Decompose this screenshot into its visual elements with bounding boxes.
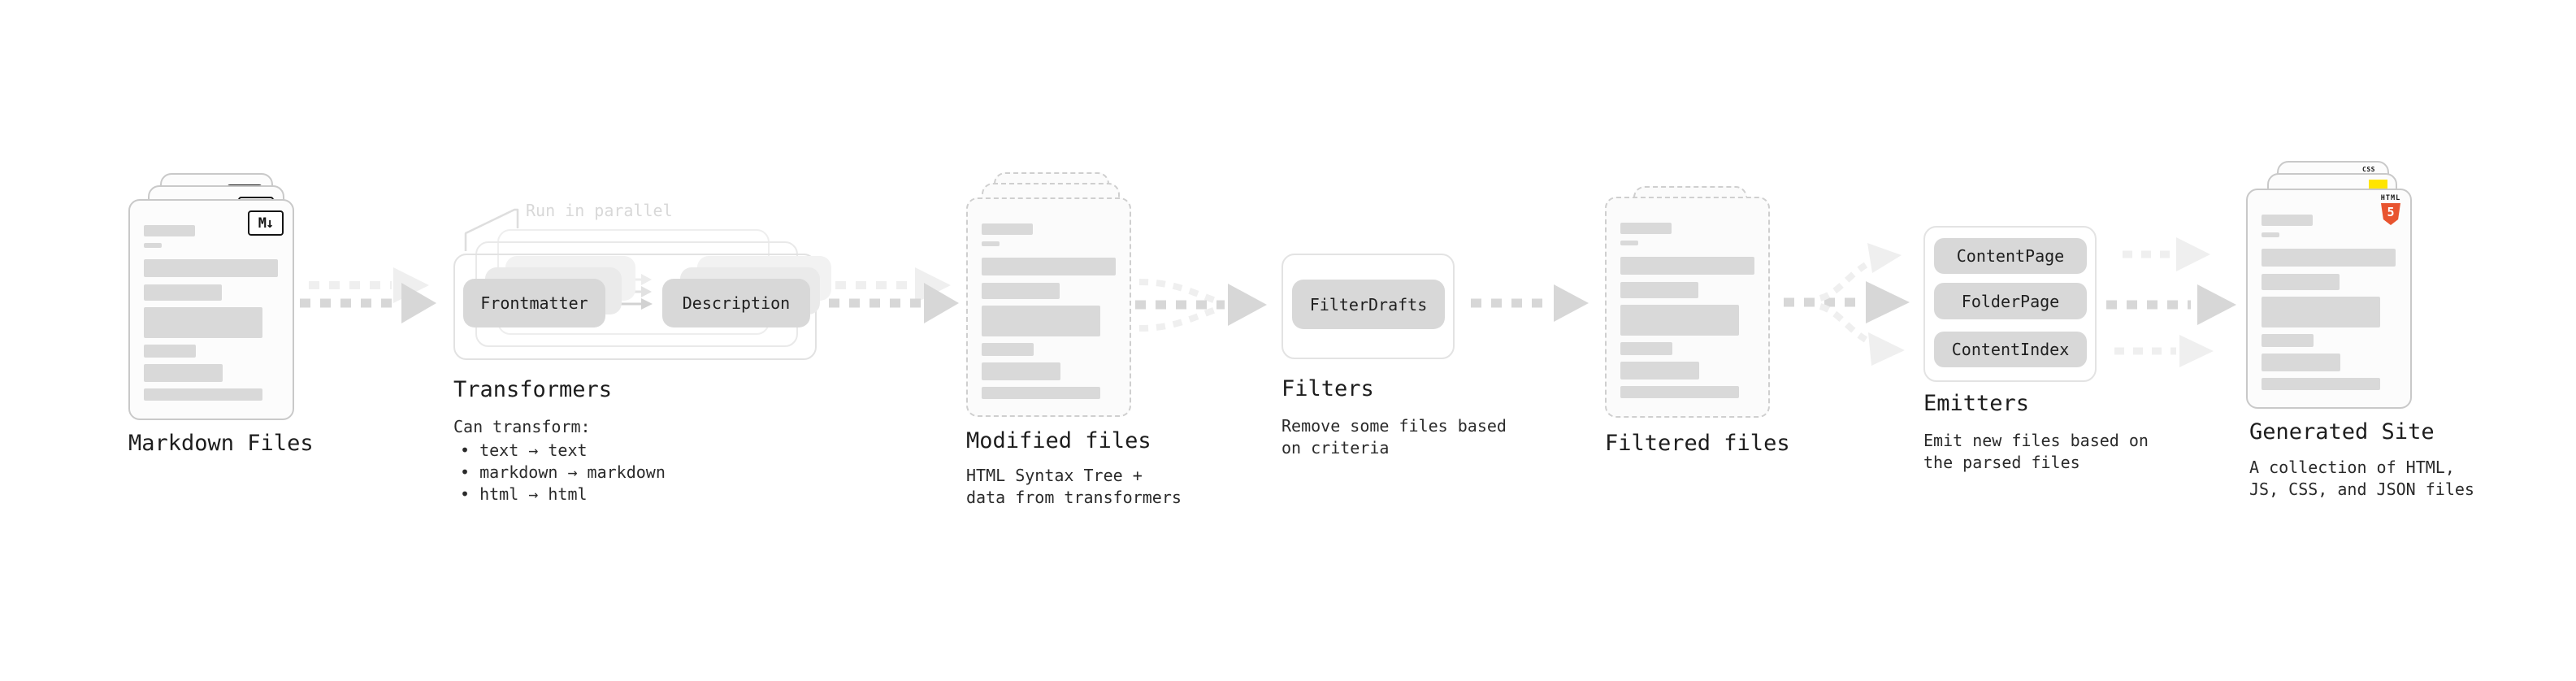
text-line-bar (982, 387, 1100, 399)
transformers-desc-line: • text → text (460, 440, 588, 460)
filterdrafts-pill: FilterDrafts (1292, 280, 1445, 329)
arrow-filters-to-filtered (1471, 284, 1589, 322)
transformers-title: Transformers (453, 377, 613, 402)
contentindex-pill: ContentIndex (1934, 332, 2087, 367)
text-line-bar (1620, 257, 1754, 275)
text-line-bar (2262, 215, 2313, 226)
text-line-bar (1620, 223, 1672, 234)
text-line-bar (144, 345, 196, 358)
filters-desc-line: on criteria (1281, 438, 1390, 458)
text-line-bar (144, 259, 278, 277)
text-line-bar (2262, 249, 2396, 267)
text-line-bar (982, 343, 1034, 356)
generated-site-desc-line: A collection of HTML, (2249, 458, 2455, 477)
text-line-bar (2262, 232, 2279, 237)
filters-title: Filters (1281, 376, 1374, 401)
text-line-bar (144, 307, 262, 338)
text-line-bar (2262, 297, 2380, 327)
text-line-bar (2262, 334, 2314, 347)
generated-site-desc-line: JS, CSS, and JSON files (2249, 479, 2474, 499)
emitters-desc-line: the parsed files (1923, 453, 2080, 472)
text-line-bar (2262, 378, 2380, 390)
text-line-bar (982, 306, 1100, 336)
folderpage-pill: FolderPage (1934, 283, 2087, 319)
text-line-bar (1620, 362, 1699, 380)
transformers-desc-line: • html → html (460, 484, 588, 504)
text-line-bar (982, 258, 1116, 275)
filtered-files-title: Filtered files (1605, 431, 1790, 456)
filtered-file-front (1605, 197, 1770, 418)
css-badge-label: CSS (2362, 166, 2375, 173)
text-line-bar (144, 364, 223, 382)
text-line-bar (1620, 386, 1739, 398)
modified-files-desc-line: HTML Syntax Tree + (966, 466, 1143, 485)
emitters-title: Emitters (1923, 391, 2030, 416)
markdown-files-title: Markdown Files (128, 431, 314, 456)
text-line-bar (1620, 241, 1638, 245)
description-pill: Description (662, 279, 810, 327)
text-line-bar (144, 388, 262, 401)
markdown-file-front: M↓ (128, 199, 294, 420)
transformers-desc-line: Can transform: (453, 417, 591, 436)
text-line-bar (982, 223, 1033, 235)
arrow-modified-to-filters (1135, 279, 1267, 332)
run-in-parallel-annotation: Run in parallel (526, 201, 673, 220)
text-line-bar (144, 284, 222, 301)
modified-file-front (966, 197, 1131, 417)
html5-file-badge-icon: HTML 5 (2380, 195, 2401, 225)
html5-badge-number: 5 (2387, 205, 2395, 219)
text-line-bar (144, 225, 195, 236)
text-line-bar (1620, 305, 1739, 336)
arrow-markdown-to-transformers (300, 267, 436, 323)
text-line-bar (982, 283, 1060, 299)
generated-site-title: Generated Site (2249, 419, 2435, 445)
arrow-emitters-to-generated (2106, 237, 2236, 367)
text-line-bar (2262, 354, 2340, 371)
frontmatter-pill: Frontmatter (463, 279, 605, 327)
html5-badge-label: HTML (2380, 194, 2401, 202)
arrow-transformers-to-modified (829, 267, 959, 323)
text-line-bar (982, 241, 1000, 246)
text-line-bar (144, 243, 162, 248)
text-line-bar (1620, 342, 1672, 355)
text-line-bar (1620, 282, 1698, 298)
modified-files-desc-line: data from transformers (966, 488, 1182, 507)
html5-shield-icon: 5 (2381, 203, 2400, 225)
contentpage-pill: ContentPage (1934, 238, 2087, 274)
transformers-desc-line: • markdown → markdown (460, 462, 666, 482)
emitters-desc-line: Emit new files based on (1923, 431, 2149, 450)
generated-file-html: HTML 5 (2246, 189, 2412, 409)
text-line-bar (982, 362, 1060, 380)
arrow-filtered-to-emitters (1784, 243, 1910, 366)
markdown-badge-icon: M↓ (248, 210, 284, 236)
js-file-badge-icon (2369, 180, 2387, 190)
filters-desc-line: Remove some files based (1281, 416, 1507, 436)
text-line-bar (2262, 274, 2340, 290)
modified-files-title: Modified files (966, 428, 1151, 453)
